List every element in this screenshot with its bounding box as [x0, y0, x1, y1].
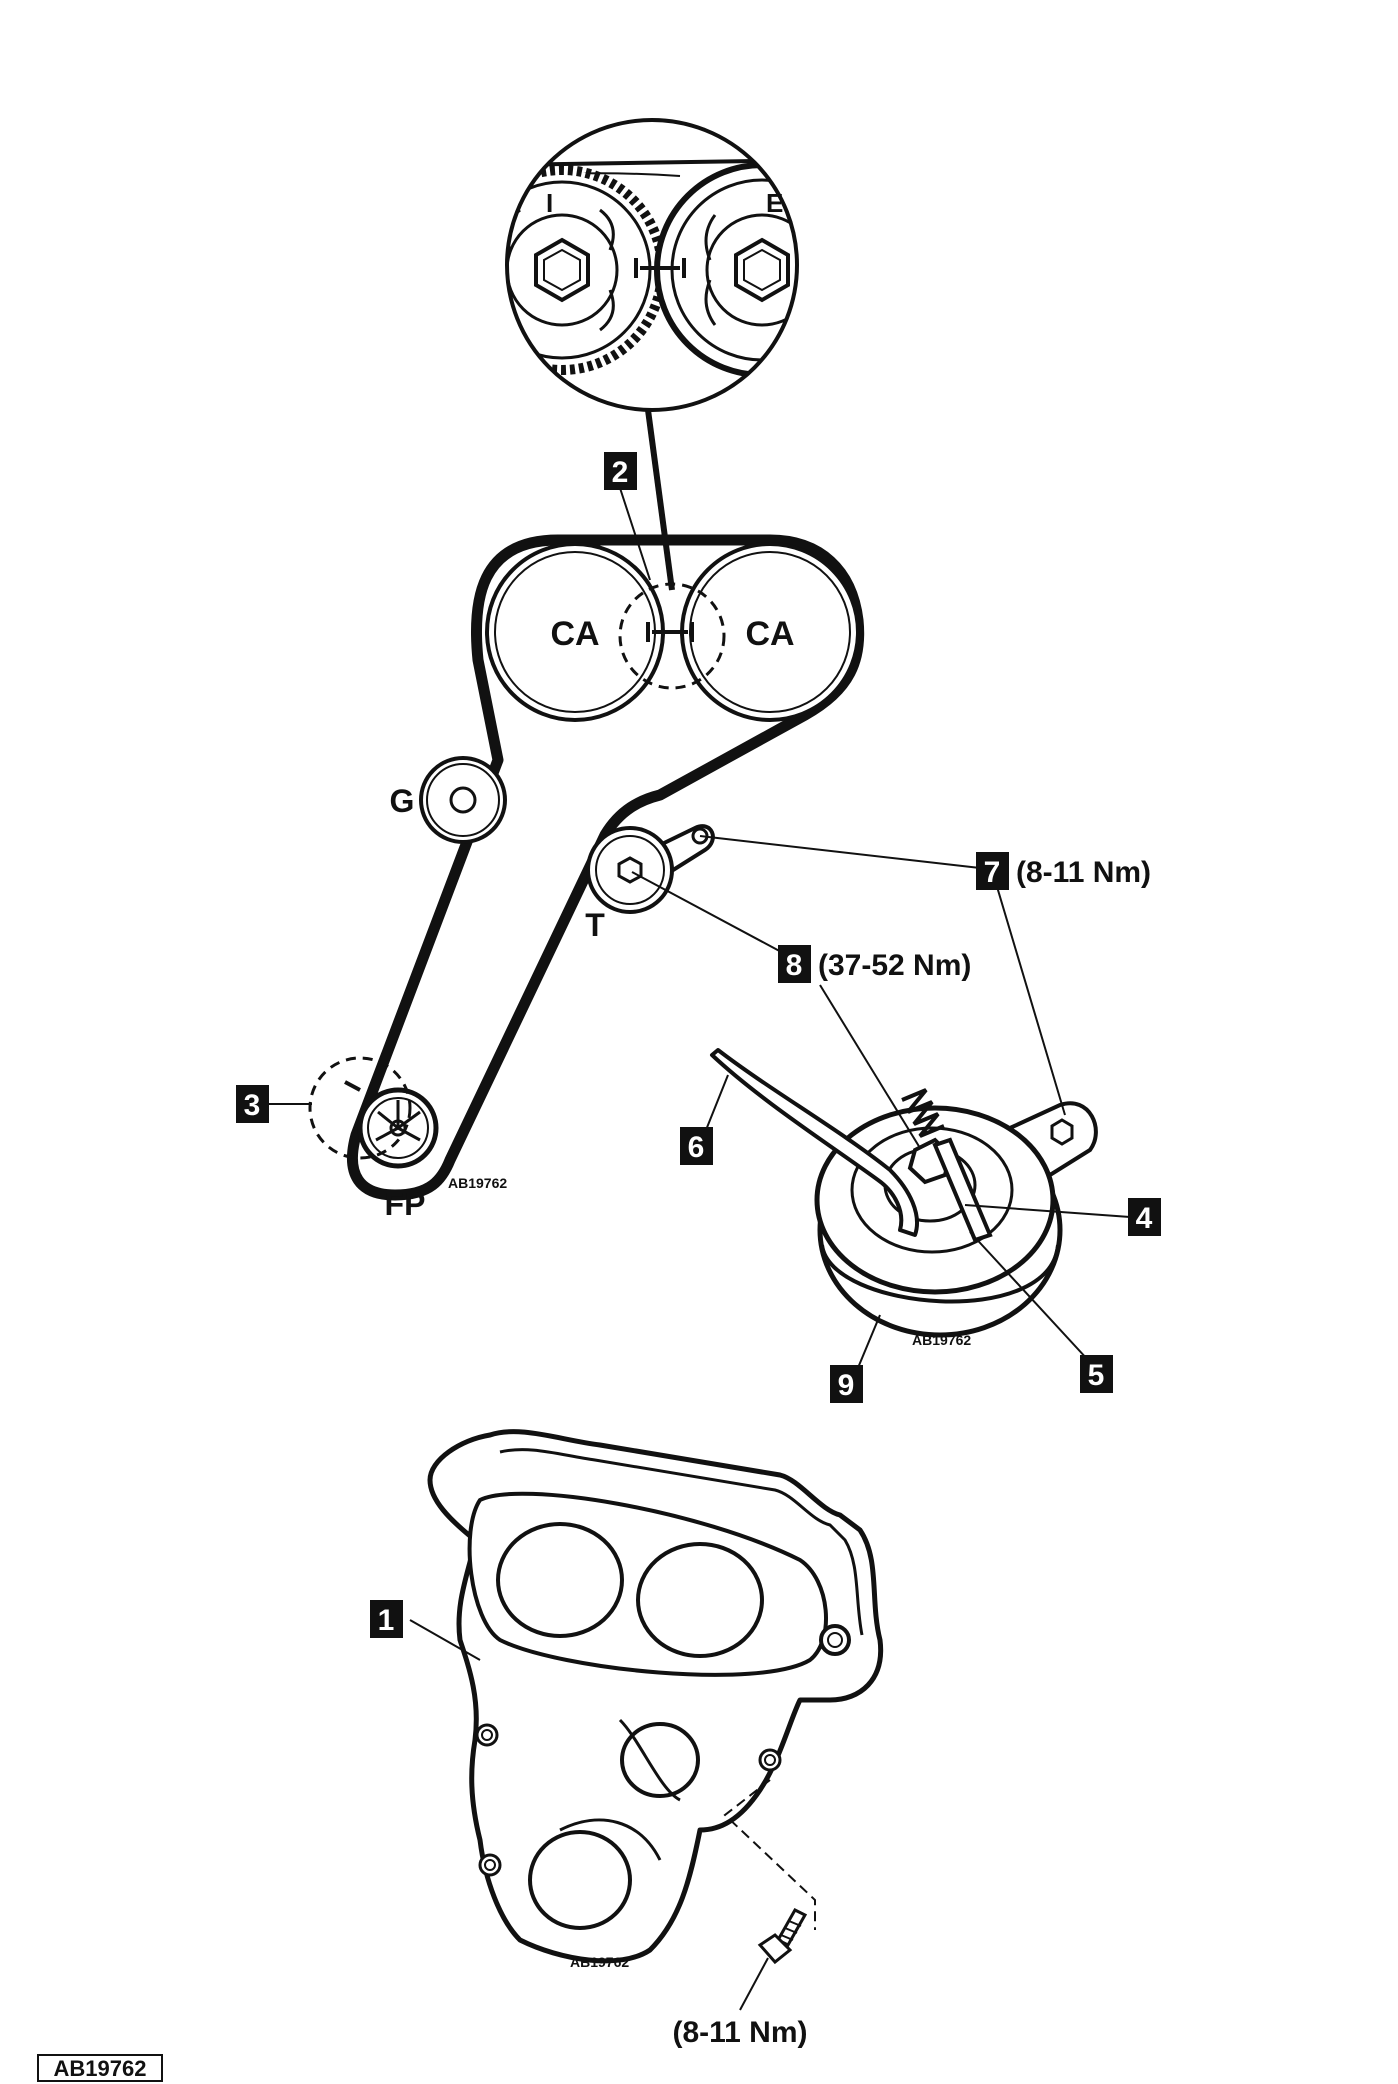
- detail-right-bolt-icon: [734, 237, 790, 303]
- callout-1: 1: [370, 1600, 403, 1638]
- svg-text:6: 6: [688, 1131, 705, 1164]
- bolt-torque-label: (8-11 Nm): [672, 2016, 807, 2049]
- svg-text:3: 3: [244, 1089, 261, 1122]
- detail-left-gear: [507, 165, 667, 375]
- callout-2: 2: [604, 452, 637, 490]
- torque-7-label: (8-11 Nm): [1016, 856, 1151, 889]
- idler-label: G: [390, 783, 415, 819]
- cover-port-left: [496, 1522, 624, 1638]
- svg-text:1: 1: [378, 1604, 395, 1637]
- figure-code-box: AB19762: [37, 2054, 163, 2082]
- detail-left-mark: I: [546, 188, 553, 218]
- cover-view-code: AB19762: [570, 1954, 629, 1970]
- fuel-pump-timing-detail-circle: [308, 1056, 412, 1160]
- tensioner-pulley: T: [585, 824, 715, 943]
- detail-left-bolt-icon: [534, 237, 590, 303]
- callout-6: 6: [680, 1127, 713, 1165]
- callout-5: 5: [1080, 1355, 1113, 1393]
- svg-text:2: 2: [612, 456, 629, 489]
- fuel-pump-label: FP: [385, 1186, 426, 1222]
- fuel-pump-pulley: FP: [308, 1056, 439, 1222]
- cover-part: AB19762: [427, 1429, 884, 1970]
- allen-key: [710, 1048, 919, 1237]
- cam-timing-detail-circle: [618, 582, 726, 690]
- callout-9: 9: [830, 1365, 863, 1403]
- tensioner-nut-icon: [617, 856, 643, 884]
- cam-label-right: CA: [745, 615, 794, 653]
- callout-7: 7: [976, 852, 1009, 890]
- cover-bolt: [723, 1779, 816, 2011]
- cover-port-right: [636, 1542, 764, 1658]
- detail-right-mark: E: [766, 188, 783, 218]
- callout-8: 8: [778, 945, 811, 983]
- tensioner-tab-bolt-icon: [1050, 1118, 1074, 1146]
- leader-lines: [254, 487, 1131, 1661]
- svg-text:4: 4: [1136, 1202, 1153, 1235]
- cam-label-left: CA: [550, 615, 599, 653]
- detail-magnifier: I E: [505, 118, 799, 591]
- callout-4: 4: [1128, 1198, 1161, 1236]
- cam-pulley-left: CA: [485, 542, 665, 722]
- callout-3: 3: [236, 1085, 269, 1123]
- cam-pulley-right: CA: [680, 542, 860, 722]
- torque-8-label: (37-52 Nm): [818, 949, 971, 982]
- belt-layout: CA CA G T: [308, 534, 865, 1222]
- tensioner-label: T: [585, 907, 605, 943]
- svg-text:7: 7: [984, 856, 1001, 889]
- tensioner-assembly: AB19762: [710, 1048, 1098, 1348]
- belt-view-code: AB19762: [448, 1175, 507, 1191]
- svg-text:8: 8: [786, 949, 803, 982]
- svg-text:9: 9: [838, 1369, 855, 1402]
- detail-right-gear: [654, 162, 797, 378]
- idler-pulley: G: [390, 756, 507, 844]
- tensioner-view-code: AB19762: [912, 1332, 971, 1348]
- svg-text:5: 5: [1088, 1359, 1105, 1392]
- figure-code: AB19762: [54, 2056, 147, 2081]
